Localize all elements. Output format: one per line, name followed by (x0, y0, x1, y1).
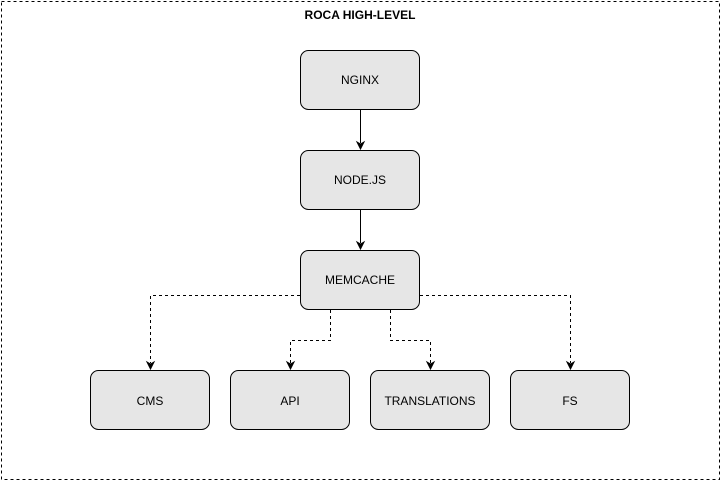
node-translations[interactable]: TRANSLATIONS (370, 370, 490, 430)
node-nodejs[interactable]: NODE.JS (300, 150, 420, 210)
node-api[interactable]: API (230, 370, 350, 430)
node-label: TRANSLATIONS (384, 394, 475, 408)
node-label: NODE.JS (334, 173, 386, 187)
edge-memcache-to-api (285, 310, 331, 371)
node-label: MEMCACHE (325, 273, 395, 287)
edge-memcache-to-cms (145, 295, 300, 371)
node-label: CMS (137, 394, 164, 408)
node-memcache[interactable]: MEMCACHE (300, 250, 420, 310)
edge-nginx-to-nodejs (355, 110, 366, 151)
edge-memcache-to-fs (420, 295, 576, 371)
diagram-title: ROCA HIGH-LEVEL (305, 8, 416, 22)
edge-nodejs-to-memcache (355, 210, 366, 251)
node-cms[interactable]: CMS (90, 370, 210, 430)
node-fs[interactable]: FS (510, 370, 630, 430)
node-label: NGINX (341, 73, 379, 87)
node-nginx[interactable]: NGINX (300, 50, 420, 110)
edge-memcache-to-translations (390, 310, 436, 371)
node-label: FS (562, 394, 577, 408)
node-label: API (280, 394, 299, 408)
